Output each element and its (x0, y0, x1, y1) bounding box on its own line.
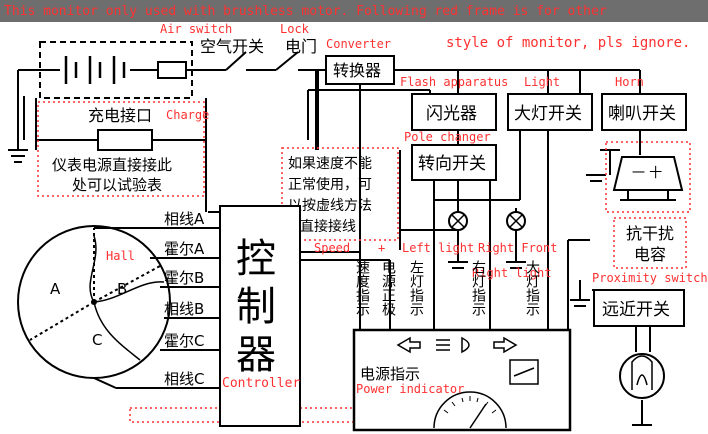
speed-note-red-frame (281, 147, 399, 241)
test-note-line2: 处可以试验表 (72, 176, 162, 194)
panel-indicators (396, 336, 518, 354)
converter-en-label: Converter (326, 37, 391, 51)
speed-gauge-needle (513, 367, 535, 377)
lamp-right (506, 211, 526, 231)
motor-c-label: C (92, 331, 102, 349)
controller-cn-2: 制 (236, 284, 276, 330)
power-pos-label: 电源正极 (380, 260, 396, 316)
controller-cn-1: 控 (236, 236, 276, 282)
anti-cn-line2: 电容 (634, 245, 666, 264)
lamp-grounds (448, 261, 526, 269)
controller-box (219, 205, 301, 427)
banner-bg (0, 0, 708, 22)
light-en-label: Light (524, 75, 560, 89)
right-ind-text: 右灯指示 (470, 260, 486, 316)
flash-en-label: Flash apparatus (400, 75, 508, 89)
power-ind-en-label: Power indicator (356, 382, 464, 396)
motor-wires (93, 211, 220, 389)
controller-wires (300, 251, 391, 330)
battery-cells (64, 56, 126, 84)
power-gauge (433, 391, 507, 429)
horn-device (612, 156, 684, 191)
converter-cn-label: 转换器 (333, 61, 381, 80)
charge-cn-label: 充电接口 (88, 106, 152, 125)
horn-en-label: Horn (615, 75, 644, 89)
power-gauge-needle (469, 403, 487, 429)
plus-label: + (378, 241, 385, 255)
lamp-left (448, 211, 468, 231)
controller-cn-3: 器 (236, 332, 276, 378)
hall-b-label: 霍尔B (164, 269, 204, 287)
controller-en-label: Controller (222, 376, 300, 391)
air-switch-cn-label: 空气开关 (200, 37, 264, 56)
flash-cn-label: 闪光器 (426, 104, 477, 124)
top-row-wires (307, 69, 652, 426)
hall-a-label: 霍尔A (164, 240, 205, 258)
proximity-switch-box (593, 289, 685, 327)
motor (17, 225, 171, 379)
charge-en-label: Charge (166, 108, 209, 122)
lock-cn-label: 电门 (285, 37, 317, 56)
banner-line1: This monitor only used with brushless mo… (4, 4, 607, 19)
right-front-en-label: Right Front (478, 241, 557, 255)
headlight-bulb (619, 353, 665, 399)
motor-b-label: B (117, 280, 127, 298)
right-light-en-label: Right light (472, 266, 551, 280)
lock-en-label: Lock (280, 22, 310, 36)
speed-note-line4: 直接接线 (300, 218, 356, 235)
charge-port (97, 129, 153, 151)
proximity-cn-label: 远近开关 (602, 300, 670, 320)
speed-en-label: Speed (314, 241, 350, 255)
horn-cn-label: 喇叭开关 (608, 104, 676, 124)
head-ind-label: 大灯指示 (524, 260, 540, 316)
ground-horn (586, 174, 606, 182)
motor-a-label: A (50, 280, 61, 298)
left-ind-label: 左灯指示 (408, 260, 424, 316)
left-arrow-icon (396, 336, 421, 354)
power-pos-text: 电源正极 (380, 260, 396, 316)
test-note-line1: 仪表电源直接接此 (52, 156, 172, 174)
speed-ind-label: 速度指示 (354, 260, 370, 316)
proximity-en-label: Proximity switch (592, 271, 708, 285)
horn-symbol: 一 十 (632, 166, 662, 181)
speed-ind-text: 速度指示 (354, 260, 370, 316)
head-ind-text: 大灯指示 (524, 260, 540, 316)
phase-b-label: 相线B (164, 300, 204, 318)
anti-cn-line1: 抗干扰 (626, 224, 674, 243)
left-ind-text: 左灯指示 (408, 260, 424, 316)
light-switch-box (507, 93, 593, 131)
flash-box (411, 93, 497, 131)
horn-red-frame (605, 141, 691, 213)
horn-switch-box (601, 93, 687, 131)
speed-note-line1: 如果速度不能 (288, 156, 372, 172)
speed-note-line3: 以按虚线方法 (288, 198, 372, 214)
light-cn-label: 大灯开关 (514, 104, 582, 124)
right-arrow-icon (493, 336, 518, 354)
phase-a-label: 相线A (164, 210, 205, 228)
pole-en-label: Pole changer (404, 130, 491, 144)
fuse (157, 61, 187, 79)
pole-cn-label: 转向开关 (418, 154, 486, 174)
banner-line2: style of monitor, pls ignore. (446, 35, 690, 51)
pole-changer-box (411, 144, 497, 181)
speed-note-line2: 正常使用，可 (288, 176, 372, 193)
left-light-en-label: Left light (402, 241, 474, 255)
phase-c-label: 相线C (164, 370, 204, 388)
battery-wires (8, 41, 326, 212)
hall-en-label: Hall (106, 249, 135, 263)
power-ind-cn-label: 电源指示 (360, 365, 420, 383)
hall-c-label: 霍尔C (164, 332, 204, 350)
right-ind-label: 右灯指示 (470, 260, 486, 316)
air-switch-en-label: Air switch (160, 22, 232, 36)
capacitor-red-frame (613, 217, 687, 269)
